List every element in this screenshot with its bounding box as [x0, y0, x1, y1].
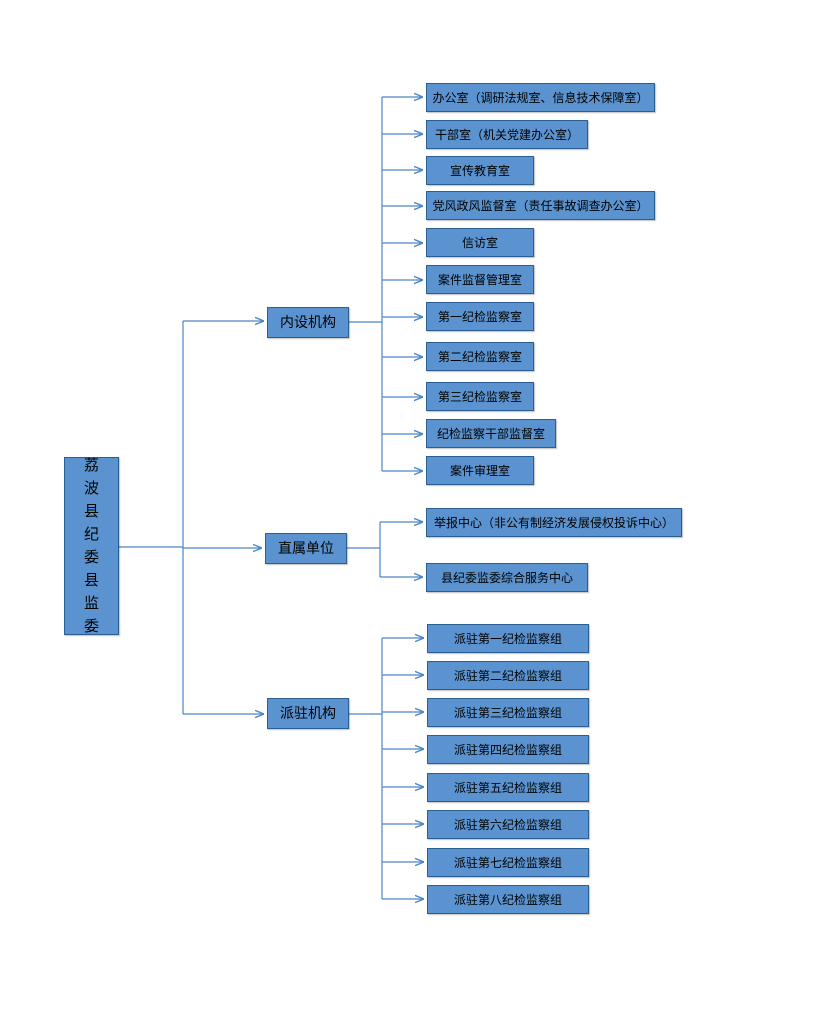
child-box-publicity-education: 宣传教育室 — [426, 156, 534, 185]
child-box-first-inspection-office: 第一纪检监察室 — [426, 302, 534, 331]
child-box-cadre-office: 干部室（机关党建办公室） — [426, 120, 588, 149]
child-box-stationed-group-5: 派驻第五纪检监察组 — [427, 773, 589, 802]
child-box-case-trial: 案件审理室 — [426, 456, 534, 485]
root-char: 波 — [83, 479, 99, 497]
child-box-report-center: 举报中心（非公有制经济发展侵权投诉中心） — [426, 508, 682, 537]
child-box-petition-office: 信访室 — [426, 228, 534, 257]
root-char: 纪 — [83, 525, 99, 543]
root-char: 县 — [83, 502, 99, 520]
child-box-stationed-group-6: 派驻第六纪检监察组 — [427, 810, 589, 839]
root-box-荔波县纪委县监委: 荔 波 县 纪 委 县 监 委 — [64, 456, 119, 635]
child-box-cadre-supervision: 纪检监察干部监督室 — [426, 419, 556, 448]
child-box-third-inspection-office: 第三纪检监察室 — [426, 382, 534, 411]
root-char: 荔 — [83, 456, 99, 474]
child-box-case-supervision: 案件监督管理室 — [426, 265, 534, 294]
child-box-service-center: 县纪委监委综合服务中心 — [426, 563, 588, 592]
child-box-second-inspection-office: 第二纪检监察室 — [426, 342, 534, 371]
child-box-stationed-group-4: 派驻第四纪检监察组 — [427, 735, 589, 764]
child-box-stationed-group-2: 派驻第二纪检监察组 — [427, 661, 589, 690]
child-box-office: 办公室（调研法规室、信息技术保障室） — [426, 83, 655, 112]
child-box-stationed-group-7: 派驻第七纪检监察组 — [427, 848, 589, 877]
root-char: 县 — [83, 571, 99, 589]
root-char: 监 — [83, 594, 99, 612]
group-box-neishe: 内设机构 — [267, 307, 349, 338]
root-char: 委 — [83, 548, 99, 566]
child-box-party-conduct-supervision: 党风政风监督室（责任事故调查办公室） — [426, 191, 655, 220]
group-box-zhishu: 直属单位 — [265, 533, 347, 564]
child-box-stationed-group-8: 派驻第八纪检监察组 — [427, 885, 589, 914]
child-box-stationed-group-1: 派驻第一纪检监察组 — [427, 624, 589, 653]
group-box-paizhu: 派驻机构 — [267, 698, 349, 729]
child-box-stationed-group-3: 派驻第三纪检监察组 — [427, 698, 589, 727]
root-char: 委 — [83, 617, 99, 635]
